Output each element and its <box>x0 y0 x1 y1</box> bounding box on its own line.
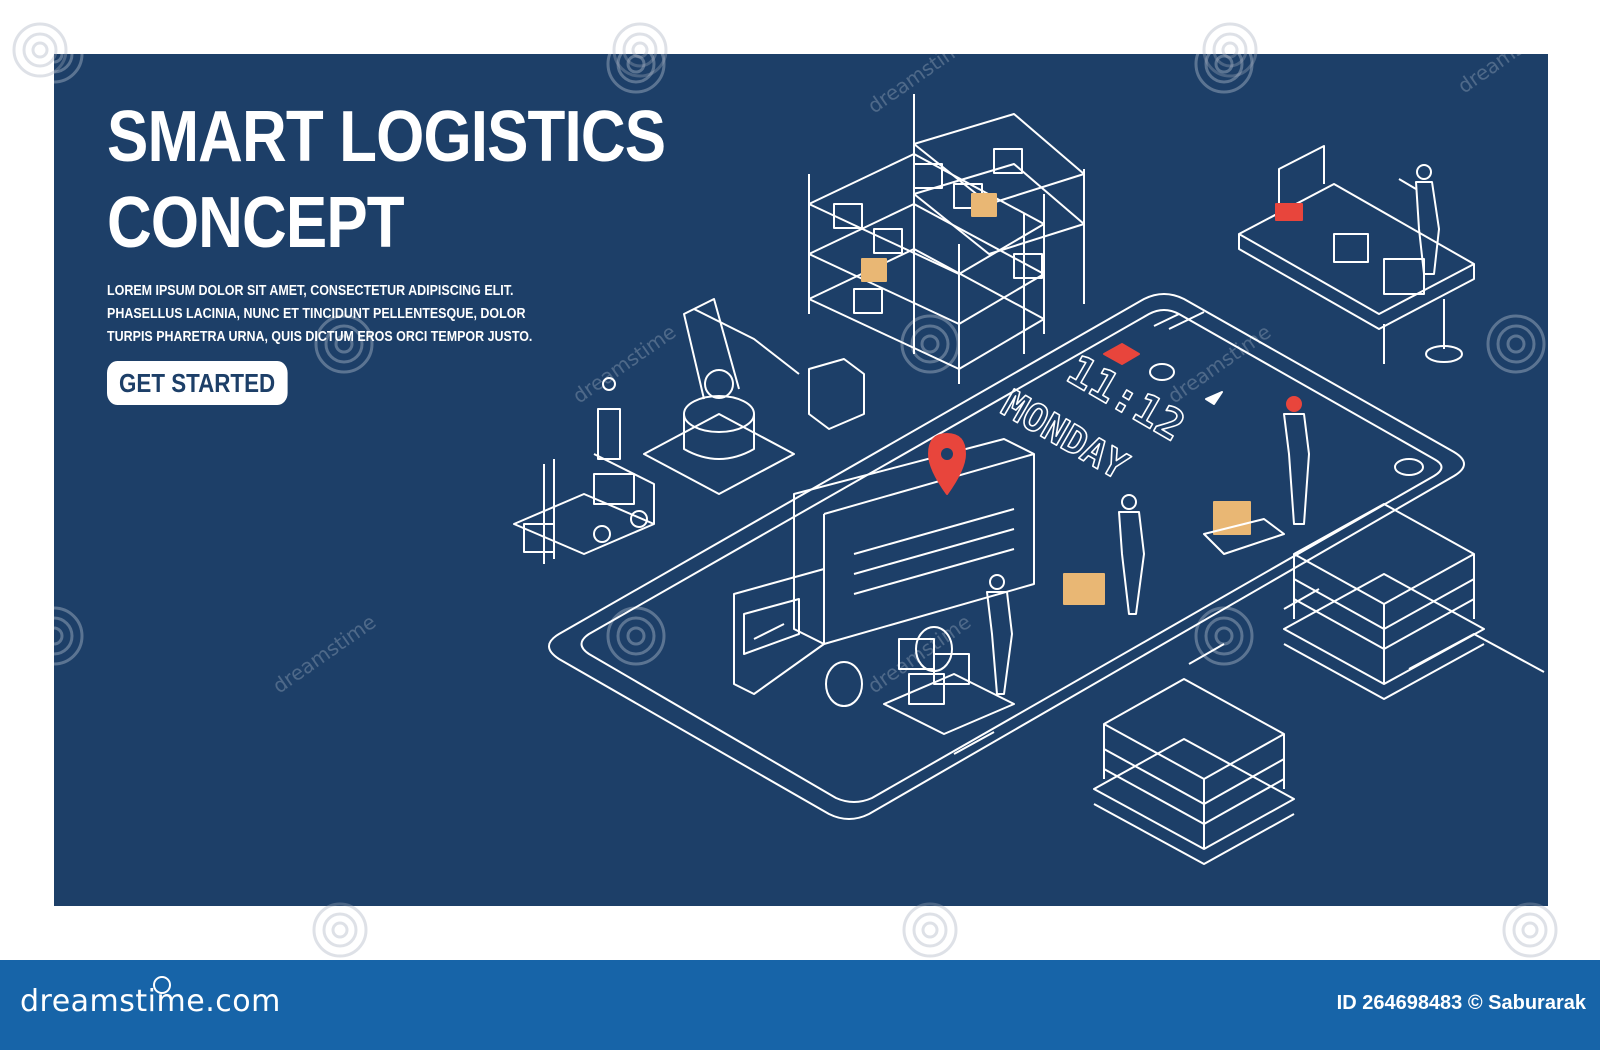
isometric-logistics-illustration: 11:12 MONDAY <box>54 54 1548 865</box>
robotic-arm-illustration <box>643 298 865 495</box>
hero-banner: 11:12 MONDAY <box>54 54 1548 906</box>
svg-text:dreamstime: dreamstime <box>268 610 380 699</box>
svg-text:dreamstime: dreamstime <box>568 320 680 409</box>
parcel-box-icon <box>861 258 887 282</box>
cloud-icon <box>1149 363 1175 381</box>
hero-title: SMART LOGISTICS CONCEPT <box>107 94 666 266</box>
play-icon <box>1205 391 1223 405</box>
cart-with-boxes <box>883 638 1015 735</box>
worker-figures <box>986 164 1440 695</box>
svg-text:dreamstime: dreamstime <box>1453 54 1548 98</box>
pallet-stacks <box>1093 503 1545 865</box>
conveyor-belt-illustration <box>1238 145 1475 364</box>
brand-badge-icon <box>153 976 171 994</box>
svg-text:dreamstime: dreamstime <box>863 54 975 118</box>
smartphone-outline <box>548 293 1465 820</box>
hero-title-line-2: CONCEPT <box>107 183 405 263</box>
home-icon <box>1103 343 1140 365</box>
get-started-button[interactable]: GET STARTED <box>107 361 288 405</box>
image-id-credit: ID 264698483 © Saburarak <box>1336 992 1586 1014</box>
brand-text: dreamstime.com <box>20 984 281 1019</box>
footer-bar: dreamstime.com ID 264698483 © Saburarak <box>0 960 1600 1050</box>
footer-brand[interactable]: dreamstime.com <box>20 976 281 1019</box>
forklift-illustration <box>513 377 655 564</box>
delivery-truck-illustration <box>733 438 1035 707</box>
location-pin-icon <box>928 433 966 495</box>
parcel-box-icon <box>971 193 997 217</box>
hero-title-line-1: SMART LOGISTICS <box>107 97 666 177</box>
hero-description: LOREM IPSUM DOLOR SIT AMET, CONSECTETUR … <box>107 283 533 345</box>
